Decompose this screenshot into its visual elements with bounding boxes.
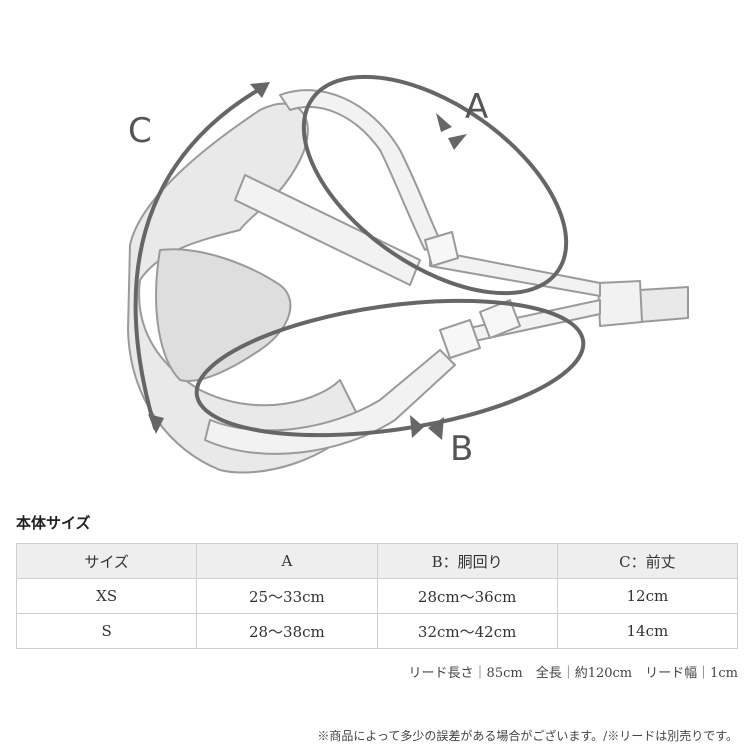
measurement-arrowheads	[148, 82, 467, 440]
measure-c-arc	[133, 84, 267, 430]
footnote: ※商品によって多少の誤差がある場合がございます。/※リードは別売りです。	[317, 729, 738, 743]
cell-b: 28cm～36cm	[376, 578, 558, 614]
cell-c: 14cm	[556, 613, 739, 649]
size-table-header-row: サイズ A B：胴回り C：前丈	[15, 543, 739, 579]
header-a: A	[196, 543, 378, 579]
arrowhead-a-right	[448, 134, 467, 150]
label-a: A	[465, 87, 488, 127]
label-c: C	[128, 111, 152, 151]
harness-inner-mesh	[155, 248, 292, 382]
harness-belly-strap	[204, 349, 456, 455]
arrowhead-c-top	[250, 82, 270, 98]
leash-buckle	[597, 280, 643, 327]
leash-handle	[639, 286, 689, 323]
harness-buckle-upper	[424, 231, 459, 267]
cell-b: 32cm～42cm	[376, 613, 558, 649]
size-table: サイズ A B：胴回り C：前丈 XS 25～33cm 28cm～36cm 12…	[15, 543, 739, 649]
cell-a: 25～33cm	[196, 578, 378, 614]
size-section-heading: 本体サイズ	[16, 514, 91, 532]
leash-specs: リード長さ｜85cm 全長｜約120cm リード幅｜1cm	[408, 666, 738, 681]
label-b: B	[450, 429, 473, 469]
arrowhead-b-right	[428, 417, 444, 440]
cell-size: XS	[15, 578, 198, 614]
harness-body-panel	[127, 102, 361, 474]
arrowhead-a-top	[436, 113, 452, 132]
harness-drawing	[127, 89, 689, 474]
header-size: サイズ	[15, 543, 198, 579]
harness-illustration: A B C	[127, 74, 689, 474]
cell-a: 28～38cm	[196, 613, 378, 649]
table-row: XS 25～33cm 28cm～36cm 12cm	[15, 578, 739, 614]
header-b: B：胴回り	[376, 543, 558, 579]
harness-chest-strap	[234, 174, 421, 286]
measure-a-loop	[301, 74, 569, 296]
cell-size: S	[15, 613, 198, 649]
harness-buckle-lower	[439, 319, 481, 359]
cell-c: 12cm	[556, 578, 739, 614]
header-c: C：前丈	[556, 543, 739, 579]
arrowhead-c-bottom	[148, 414, 164, 434]
measurement-guides	[133, 74, 586, 438]
arrowhead-b-left	[410, 415, 424, 438]
measure-b-loop	[194, 298, 586, 438]
table-row: S 28～38cm 32cm～42cm 14cm	[15, 613, 739, 649]
